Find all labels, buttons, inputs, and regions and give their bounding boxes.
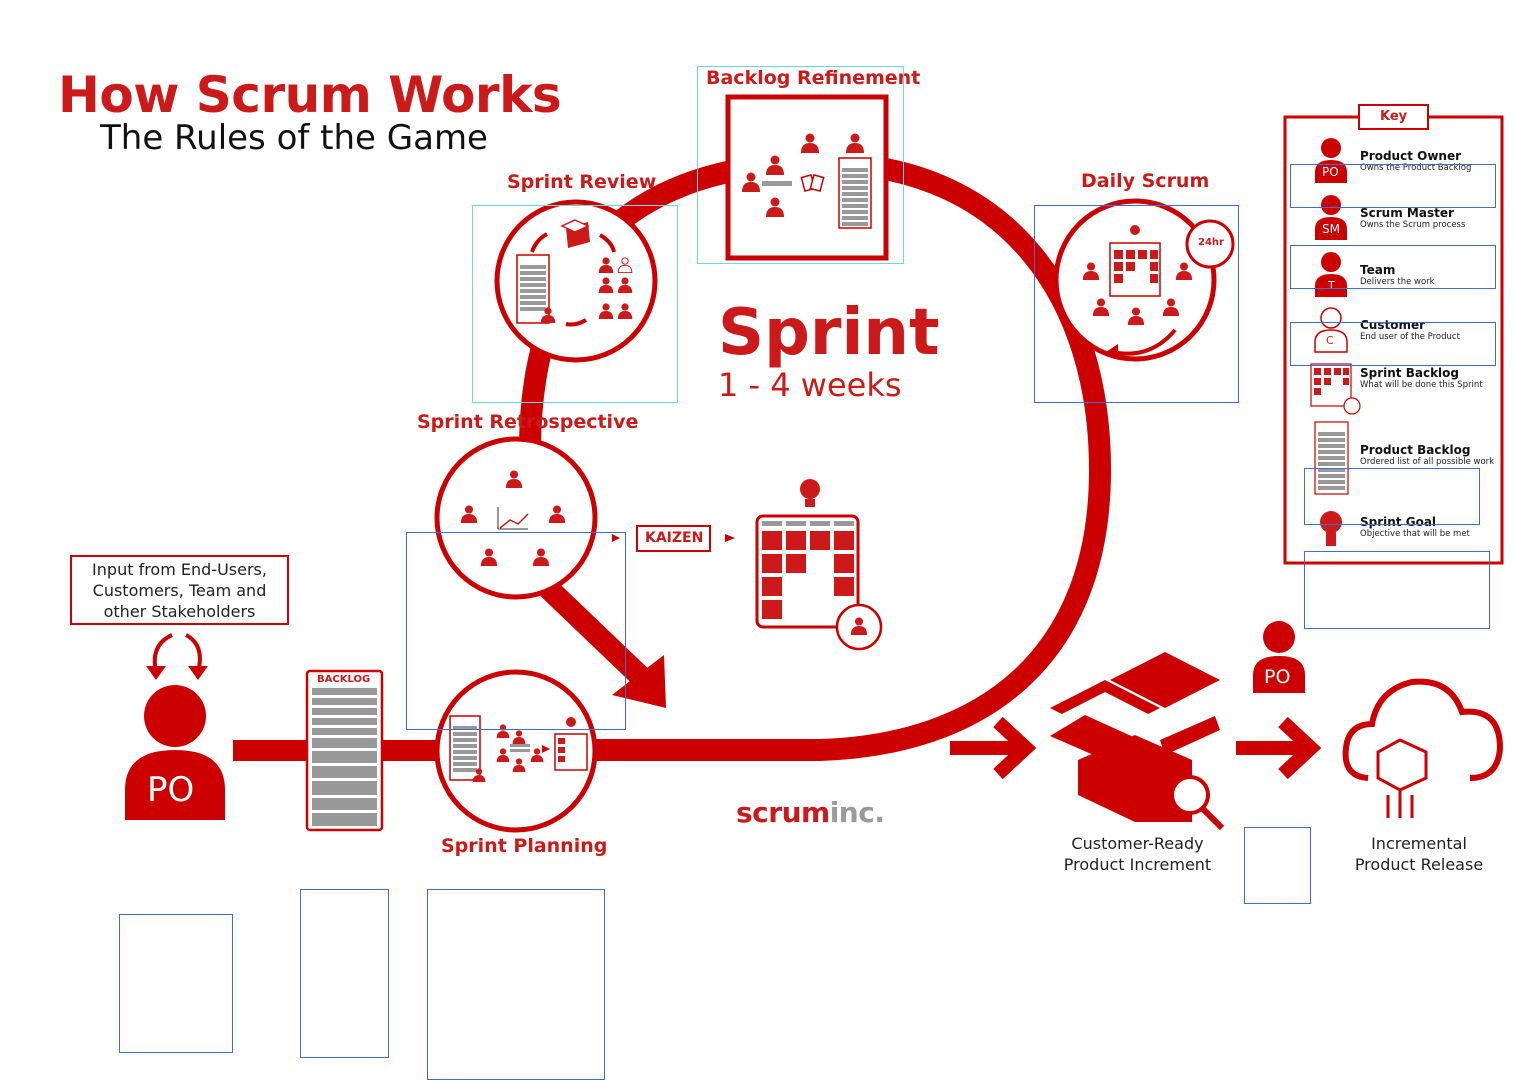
- product-increment-box: [1050, 652, 1225, 831]
- sprint-review-circle: [494, 199, 658, 363]
- overlay-box: [1034, 205, 1239, 403]
- overlay-box: [427, 889, 605, 1080]
- sprint-planning-label: Sprint Planning: [441, 835, 608, 857]
- overlay-box: [119, 914, 233, 1053]
- sprint-goal-board: [755, 479, 883, 651]
- key-panel: [1283, 104, 1504, 565]
- overlay-box: [1290, 164, 1496, 208]
- key-po-badge: PO: [1322, 165, 1339, 179]
- sprint-retrospective-label: Sprint Retrospective: [417, 411, 639, 433]
- overlay-box: [1304, 468, 1480, 525]
- daily-scrum-label: Daily Scrum: [1081, 170, 1210, 192]
- backlog-refinement-box: [725, 94, 889, 261]
- key-sm-badge: SM: [1322, 222, 1340, 236]
- product-backlog-stack: [305, 669, 384, 832]
- backlog-refinement-label: Backlog Refinement: [706, 67, 921, 89]
- page-title: How Scrum Works: [58, 66, 562, 124]
- overlay-box: [1244, 827, 1311, 904]
- overlay-box: [300, 889, 389, 1058]
- arrow-to-increment: [950, 716, 1037, 780]
- key-title: Key: [1380, 109, 1408, 124]
- overlay-box: [1304, 551, 1490, 629]
- backlog-label: BACKLOG: [317, 674, 371, 685]
- sprint-planning-circle: [434, 669, 598, 833]
- po-label: PO: [147, 770, 195, 810]
- scruminc-logo: scruminc.: [736, 796, 885, 829]
- input-box: [70, 555, 289, 625]
- key-team-badge: T: [1328, 279, 1335, 292]
- overlay-box: [697, 66, 904, 264]
- overlay-box: [472, 205, 678, 403]
- sprint-review-label: Sprint Review: [507, 171, 657, 193]
- daily-scrum-circle: [1053, 198, 1235, 362]
- page-subtitle: The Rules of the Game: [100, 118, 488, 158]
- product-owner-figure: [125, 685, 225, 820]
- overlay-box: [1290, 245, 1496, 289]
- cloud-release-icon: [1342, 678, 1504, 818]
- overlay-box: [1290, 322, 1496, 366]
- kaizen-label: KAIZEN: [645, 530, 704, 546]
- input-box-text: Input from End-Users,Customers, Team and…: [92, 560, 267, 621]
- arrow-to-release: [1236, 716, 1322, 780]
- kaizen-arrow-out: [725, 534, 735, 542]
- release-product-owner: [1253, 621, 1305, 693]
- sprint-duration: 1 - 4 weeks: [718, 366, 902, 404]
- overlay-box: [406, 532, 626, 730]
- sprint-title: Sprint: [718, 296, 940, 370]
- kaizen-box: [636, 525, 711, 552]
- kaizen-arrow-in: [612, 534, 620, 542]
- sprint-loop-arrow: [440, 151, 1112, 761]
- sprint-retrospective-circle: [434, 436, 598, 600]
- daily-timer-label: 24hr: [1198, 237, 1224, 248]
- key-customer-badge: C: [1326, 334, 1334, 347]
- release-po-label: PO: [1264, 666, 1291, 688]
